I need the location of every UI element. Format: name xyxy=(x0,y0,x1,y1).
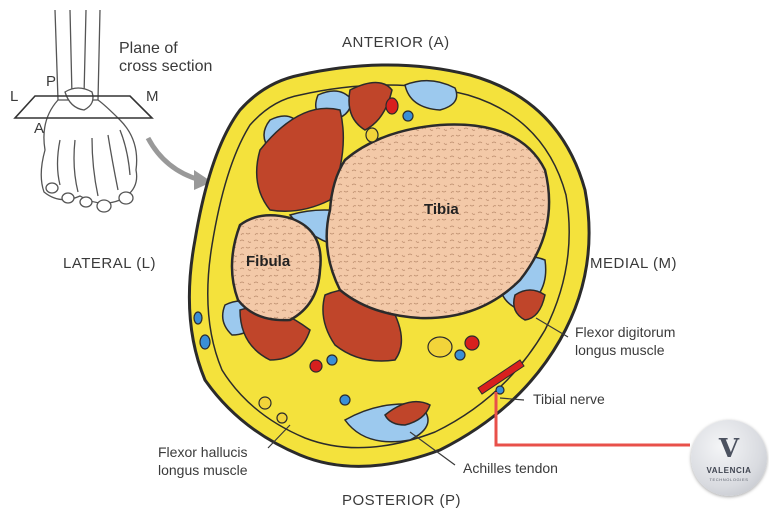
inset-label-a: A xyxy=(34,120,44,137)
curved-arrow xyxy=(148,138,200,180)
plane-label-line1: Plane of xyxy=(119,40,178,57)
fibula-label: Fibula xyxy=(246,253,291,270)
logo-mark: V xyxy=(691,434,767,464)
inset-label-l: L xyxy=(10,88,18,105)
fhl-label-line1: Flexor hallucis xyxy=(158,444,247,460)
achilles-label: Achilles tendon xyxy=(463,460,558,476)
posterior-label: POSTERIOR (P) xyxy=(342,492,461,509)
lateral-label: LATERAL (L) xyxy=(63,255,156,272)
medial-label: MEDIAL (M) xyxy=(590,255,677,272)
fhl-label-line2: longus muscle xyxy=(158,462,248,478)
fdl-label-line2: longus muscle xyxy=(575,342,665,358)
logo-sub: TECHNOLOGIES xyxy=(691,477,767,482)
logo-name: VALENCIA xyxy=(691,466,767,475)
plane-label-line2: cross section xyxy=(119,58,212,75)
inset-label-m: M xyxy=(146,88,159,105)
tibial-nerve-label: Tibial nerve xyxy=(533,391,605,407)
inset-label-p: P xyxy=(46,73,56,90)
tibia-label: Tibia xyxy=(424,201,459,218)
anterior-label: ANTERIOR (A) xyxy=(342,34,450,51)
fdl-label-line1: Flexor digitorum xyxy=(575,324,675,340)
valencia-logo: V VALENCIA TECHNOLOGIES xyxy=(691,420,767,496)
